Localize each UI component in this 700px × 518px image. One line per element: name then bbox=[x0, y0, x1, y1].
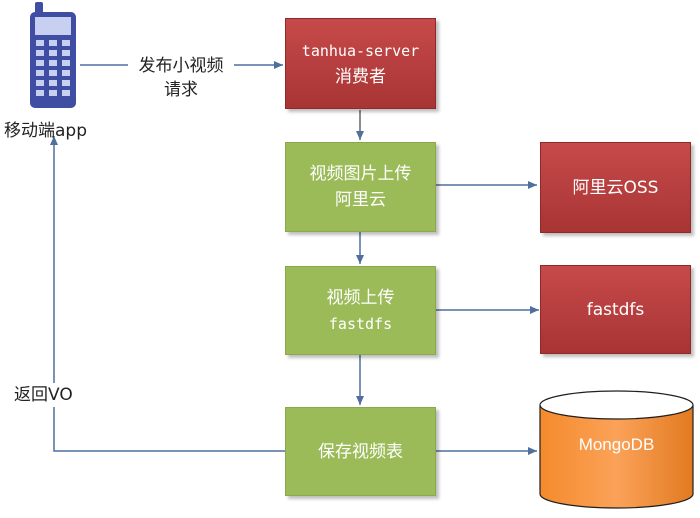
request-label: 发布小视频 请求 bbox=[128, 54, 234, 102]
aliyun-oss-node-label: 阿里云OSS bbox=[572, 177, 659, 198]
upload-video-node-line2: fastdfs bbox=[328, 314, 393, 333]
fastdfs-node: fastdfs bbox=[540, 265, 691, 354]
request-label-line2: 请求 bbox=[164, 80, 198, 100]
return-arrow bbox=[50, 136, 286, 452]
save-table-node-label: 保存视频表 bbox=[318, 441, 403, 462]
upload-image-node-line1: 视频图片上传 bbox=[309, 164, 412, 184]
mobile-phone-icon bbox=[30, 2, 76, 108]
mongodb-label: MongoDB bbox=[578, 435, 655, 454]
aliyun-oss-node: 阿里云OSS bbox=[540, 142, 691, 233]
upload-image-node-line2: 阿里云 bbox=[335, 190, 386, 210]
return-label: 返回VO bbox=[14, 383, 86, 407]
consumer-node: tanhua-server 消费者 bbox=[285, 18, 436, 109]
save-table-node: 保存视频表 bbox=[285, 407, 436, 496]
mongodb-cylinder bbox=[539, 390, 694, 509]
upload-image-node: 视频图片上传 阿里云 bbox=[285, 142, 436, 232]
upload-video-node-line1: 视频上传 bbox=[326, 287, 395, 308]
upload-video-node: 视频上传 fastdfs bbox=[285, 266, 436, 355]
consumer-node-title: tanhua-server bbox=[301, 41, 420, 60]
consumer-node-subtitle: 消费者 bbox=[335, 66, 386, 87]
mobile-app-label: 移动端app bbox=[4, 121, 87, 141]
fastdfs-node-label: fastdfs bbox=[586, 299, 645, 320]
request-label-line1: 发布小视频 bbox=[138, 56, 224, 76]
